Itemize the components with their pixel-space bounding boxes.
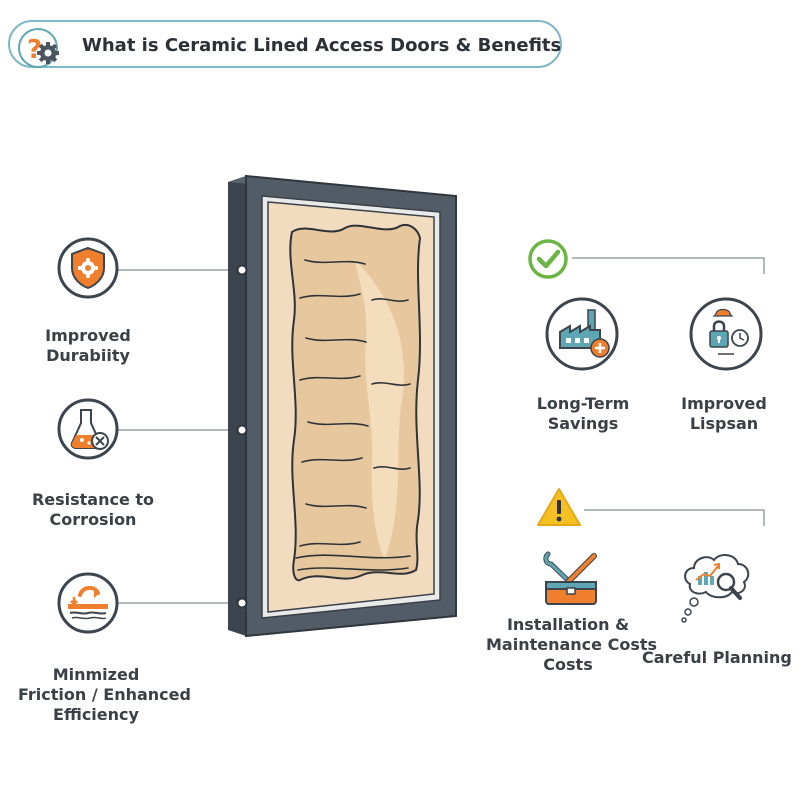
svg-text:?: ? xyxy=(27,35,42,65)
label-resistance-corrosion: Resistance to Corrosion xyxy=(28,490,158,530)
label-careful-planning: Careful Planning xyxy=(642,648,792,668)
label-improved-lifespan: Improved Lispsan xyxy=(654,394,794,434)
label-long-term-savings: Long-Term Savings xyxy=(513,394,653,434)
lock-clock-icon xyxy=(689,297,763,371)
label-minimized-friction: Minmized Friction / Enhanced Efficiency xyxy=(18,665,191,725)
friction-arrow-icon xyxy=(57,572,119,634)
question-gear-icon: ? xyxy=(18,28,59,68)
hinge-dot-top xyxy=(236,264,248,276)
label-line: Maintenance Costs xyxy=(486,635,658,654)
label-line: Efficiency xyxy=(53,705,139,724)
label-line: Costs xyxy=(543,655,593,674)
considerations-bracket xyxy=(584,509,765,526)
shield-gear-icon xyxy=(57,237,119,299)
benefits-bracket xyxy=(572,257,765,274)
fiber-texture-lines xyxy=(295,259,411,571)
label-line: Friction / Enhanced xyxy=(18,685,191,704)
title-banner: ? What is Ceramic Lined Access Doors & B… xyxy=(8,20,562,68)
label-line: Long-Term xyxy=(536,394,630,413)
label-line: Durabiity xyxy=(46,346,130,365)
label-line: Savings xyxy=(547,414,619,433)
label-installation-maintenance-costs: Installation & Maintenance Costs Costs xyxy=(486,615,658,675)
hinge-dot-bottom xyxy=(236,597,248,609)
hinge-dot-middle xyxy=(236,424,248,436)
door-frame-side xyxy=(228,176,246,636)
ceramic-access-door xyxy=(228,174,457,638)
label-line: Corrosion xyxy=(49,510,137,529)
check-circle-icon xyxy=(528,239,568,279)
thought-chart-icon xyxy=(681,554,750,623)
label-line: Careful Planning xyxy=(642,648,792,667)
flask-x-icon xyxy=(57,398,119,460)
label-improved-durability: Improved Durabiity xyxy=(28,326,148,366)
wrench-toolbox-icon xyxy=(543,551,597,605)
label-line: Minmized xyxy=(52,665,140,684)
label-line: Lispsan xyxy=(689,414,759,433)
connector-lines xyxy=(116,269,240,604)
label-line: Installation & xyxy=(506,615,630,634)
label-line: Improved xyxy=(45,326,131,345)
label-line: Improved xyxy=(681,394,767,413)
factory-plus-icon xyxy=(545,297,619,371)
label-line: Resistance to xyxy=(31,490,155,509)
group-brackets xyxy=(572,257,765,526)
blanket-shading xyxy=(355,260,405,560)
page-title: What is Ceramic Lined Access Doors & Ben… xyxy=(82,35,562,56)
warning-triangle-icon xyxy=(537,488,581,526)
